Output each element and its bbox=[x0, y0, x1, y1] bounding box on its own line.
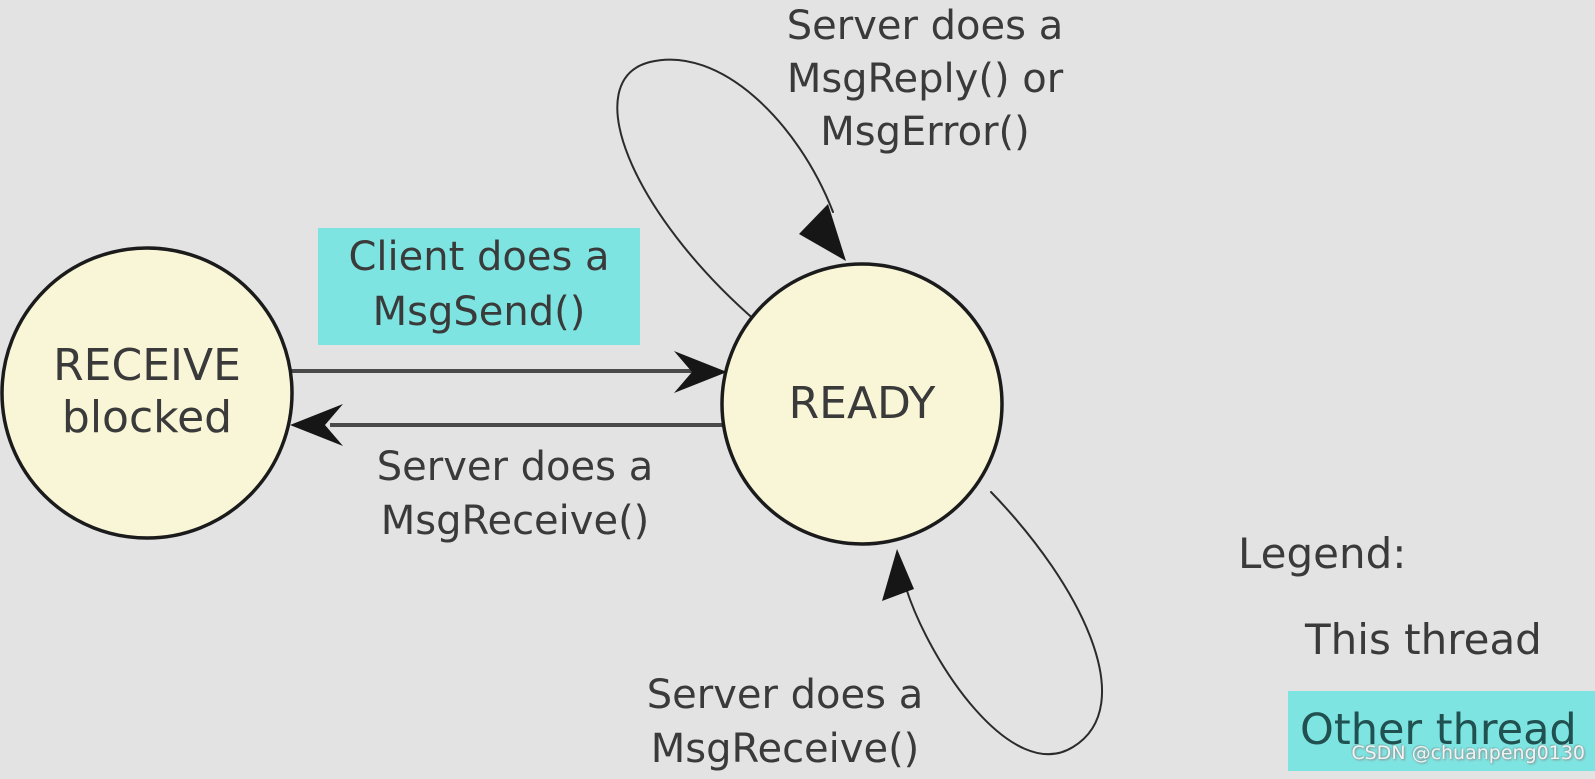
arrowhead-loop-top bbox=[799, 204, 846, 261]
label-server-msgreply-line3: MsgError() bbox=[820, 109, 1030, 155]
label-server-msgreply: Server does a MsgReply() or MsgError() bbox=[705, 0, 1145, 159]
label-server-msgreceive-line2: MsgReceive() bbox=[380, 498, 650, 544]
legend-item-this-thread: This thread bbox=[1305, 615, 1542, 664]
state-receive-blocked-label: RECEIVE blocked bbox=[22, 340, 272, 444]
label-server-msgreply-line1: Server does a bbox=[786, 3, 1064, 49]
arrowhead-loop-bottom bbox=[882, 549, 914, 601]
legend-item-other-thread: Other thread bbox=[1288, 691, 1595, 771]
label-server-msgreceive-line1: Server does a bbox=[376, 444, 654, 490]
arrowhead-send bbox=[674, 351, 727, 393]
label-server-msgreceive-loop-line1: Server does a bbox=[646, 672, 924, 718]
self-loop-top bbox=[616, 58, 834, 323]
legend-title: Legend: bbox=[1238, 529, 1407, 578]
label-server-msgreceive-loop: Server does a MsgReceive() bbox=[585, 668, 985, 776]
label-server-msgreceive: Server does a MsgReceive() bbox=[340, 440, 690, 548]
state-ready bbox=[720, 262, 1004, 546]
self-loop-bottom bbox=[905, 491, 1103, 756]
label-client-msgsend: Client does a MsgSend() bbox=[318, 228, 640, 345]
state-ready-label: READY bbox=[788, 378, 936, 429]
state-receive-blocked-line2: blocked bbox=[61, 392, 233, 443]
label-server-msgreceive-loop-line2: MsgReceive() bbox=[650, 726, 920, 772]
arrowhead-receive bbox=[290, 404, 343, 446]
label-client-msgsend-line1: Client does a bbox=[348, 234, 610, 280]
state-receive-blocked bbox=[0, 246, 294, 540]
state-receive-blocked-line1: RECEIVE bbox=[53, 340, 241, 391]
watermark: CSDN @chuanpeng0130 bbox=[1351, 742, 1585, 764]
label-client-msgsend-line2: MsgSend() bbox=[372, 289, 586, 335]
label-server-msgreply-line2: MsgReply() or bbox=[786, 56, 1064, 102]
